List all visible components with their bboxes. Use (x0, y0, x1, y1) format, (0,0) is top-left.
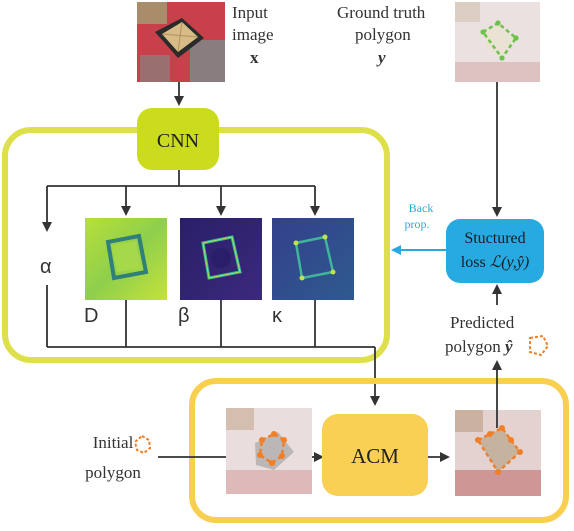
loss-label-line1: Stuctured (464, 230, 525, 247)
initial-polygon-label-line2: polygon (85, 463, 141, 482)
acm-label: ACM (351, 444, 399, 468)
initial-polygon-label-line1: Initial (93, 433, 134, 452)
back-prop-label-line1: Back (409, 201, 434, 215)
initial-polygon-icon (133, 434, 152, 455)
predicted-polygon-label-line1: Predicted (450, 313, 515, 332)
kappa-label: κ (272, 305, 283, 327)
input-image-label-line1: Input (232, 3, 268, 22)
loss-label-line2: loss ℒ(y,ŷ) (461, 254, 529, 271)
alpha-label: α (40, 256, 52, 278)
ground-truth-label-line2: polygon (355, 25, 411, 44)
input-image-symbol: x (250, 48, 259, 67)
d-map-image (85, 218, 167, 300)
acm-frame (189, 378, 569, 523)
input-image-thumbnail (137, 2, 225, 82)
d-label: D (84, 305, 98, 327)
input-image-label-line2: image (232, 25, 274, 44)
predicted-polygon-label-line2: polygon ŷ (445, 337, 513, 356)
ground-truth-symbol: y (376, 48, 386, 67)
acm-box (322, 414, 428, 496)
ground-truth-label-line1: Ground truth (337, 3, 426, 22)
predicted-polygon-icon (529, 334, 550, 357)
acm-output-image (455, 410, 541, 496)
cnn-box (137, 108, 219, 170)
beta-label: β (178, 305, 190, 327)
kappa-map-image (272, 218, 354, 300)
acm-input-image (226, 408, 312, 494)
loss-box (446, 219, 544, 283)
ground-truth-thumbnail (455, 2, 540, 82)
beta-map-image (180, 218, 262, 300)
back-prop-label-line2: prop. (405, 217, 430, 231)
cnn-label: CNN (157, 130, 199, 152)
